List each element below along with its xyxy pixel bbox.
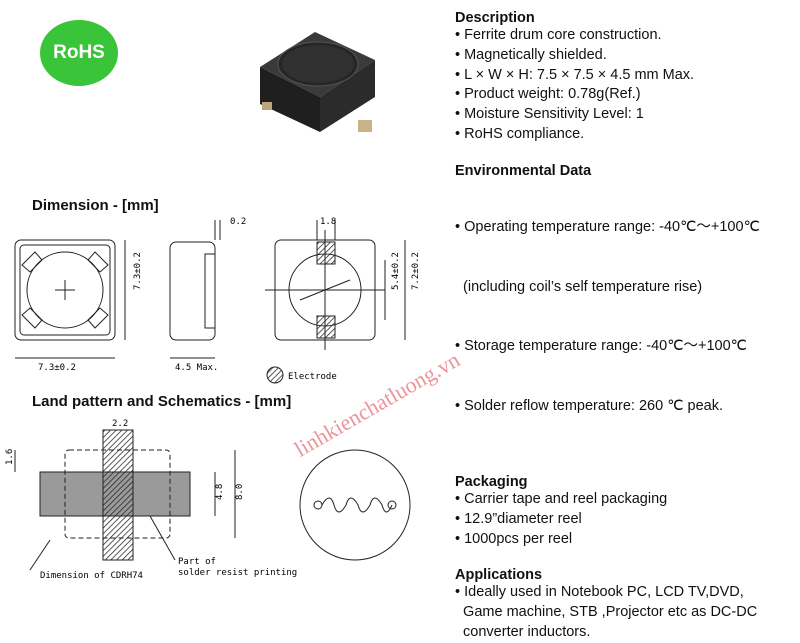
- list-item: • 12.9”diameter reel: [455, 510, 582, 527]
- dim-depth: 4.5 Max.: [175, 363, 218, 373]
- list-item: converter inductors.: [455, 623, 591, 640]
- applications-list: • Ideally used in Notebook PC, LCD TV,DV…: [455, 583, 795, 642]
- spec-column: Description • Ferrite drum core construc…: [455, 10, 795, 643]
- description-list: • Ferrite drum core construction. • Magn…: [455, 26, 795, 145]
- dim-width-a: 7.3±0.2: [38, 363, 76, 373]
- list-item: • Carrier tape and reel packaging: [455, 490, 668, 507]
- dimension-title: Dimension - [mm]: [32, 197, 159, 214]
- list-item: • Storage temperature range: -40℃～+100℃: [455, 338, 747, 355]
- land-h2: 8.0: [235, 484, 245, 500]
- packaging-list: • Carrier tape and reel packaging • 12.9…: [455, 490, 795, 549]
- dim-electrode-width: 1.8: [320, 217, 336, 227]
- land-h1: 4.8: [215, 484, 225, 500]
- list-item: • 1000pcs per reel: [455, 530, 573, 547]
- applications-title: Applications: [455, 567, 543, 584]
- list-item: • Magnetically shielded.: [455, 46, 607, 63]
- rohs-label: RoHS: [53, 42, 105, 63]
- environmental-title: Environmental Data: [455, 162, 592, 179]
- dim-height-b: 7.2±0.2: [411, 252, 421, 290]
- list-item: • Moisture Sensitivity Level: 1: [455, 106, 644, 123]
- land-note2a: Part of: [178, 557, 216, 567]
- land-note2b: solder resist printing: [178, 568, 297, 578]
- land-pattern-drawing: 2.2 1.6 4.8 8.0 Dimension of CDRH74 Part…: [5, 419, 411, 581]
- dimension-drawing: 0.2 1.8 7.3±0.2 7.3±0.2 4.5 Max. 5.4±0.2…: [14, 217, 421, 384]
- product-photo: [260, 32, 375, 132]
- land-width: 2.2: [112, 419, 128, 429]
- list-item: • Product weight: 0.78g(Ref.): [455, 86, 641, 103]
- land-note1: Dimension of CDRH74: [40, 571, 143, 581]
- rohs-badge: RoHS: [40, 20, 118, 86]
- land-left: 1.6: [5, 449, 15, 465]
- land-title: Land pattern and Schematics - [mm]: [32, 393, 292, 410]
- list-item: • RoHS compliance.: [455, 125, 585, 142]
- dim-height-a: 7.3±0.2: [133, 252, 143, 290]
- list-item: (including coil’s self temperature rise): [455, 278, 703, 295]
- list-item: • Ferrite drum core construction.: [455, 27, 662, 43]
- packaging-title: Packaging: [455, 473, 528, 490]
- dim-inner: 5.4±0.2: [391, 252, 401, 290]
- description-title: Description: [455, 10, 535, 26]
- electrode-label: Electrode: [288, 372, 337, 382]
- list-item: • Operating temperature range: -40℃～+100…: [455, 219, 760, 236]
- list-item: • Solder reflow temperature: 260 ℃ peak.: [455, 397, 723, 414]
- list-item: • L × W × H: 7.5 × 7.5 × 4.5 mm Max.: [455, 66, 695, 83]
- list-item: • Ideally used in Notebook PC, LCD TV,DV…: [455, 584, 744, 601]
- dim-gap: 0.2: [230, 217, 246, 227]
- list-item: Game machine, STB ,Projector etc as DC-D…: [455, 604, 758, 621]
- environmental-list: • Operating temperature range: -40℃～+100…: [455, 179, 795, 456]
